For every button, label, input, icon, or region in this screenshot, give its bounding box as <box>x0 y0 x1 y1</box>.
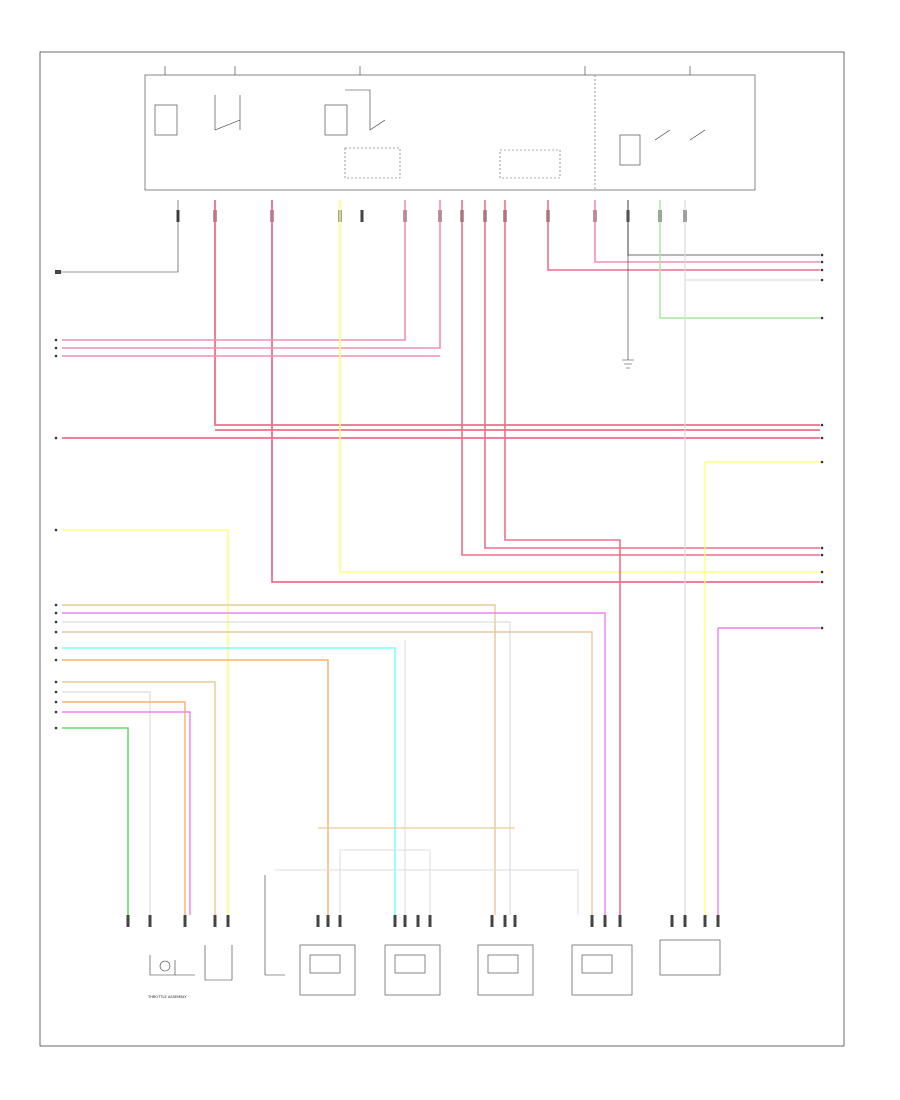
connector-pin <box>683 915 687 927</box>
edge-terminal <box>54 630 58 634</box>
edge-terminal <box>54 436 58 440</box>
edge-terminal <box>54 611 58 615</box>
connector-pin <box>213 915 217 927</box>
ignition-coil-3 <box>477 944 534 996</box>
edge-terminal <box>54 354 58 358</box>
connector-pin <box>326 915 330 927</box>
connector-pin <box>126 915 130 927</box>
connector-pin <box>148 915 152 927</box>
edge-terminal <box>820 268 824 272</box>
control-module <box>659 939 721 976</box>
connector-pin <box>590 915 594 927</box>
edge-terminal <box>54 346 58 350</box>
wire-green-1 <box>659 200 820 319</box>
wire-yellow-3 <box>62 529 229 920</box>
edge-terminal <box>820 546 824 550</box>
edge-terminal <box>820 423 824 427</box>
wire-white-1 <box>684 200 820 920</box>
edge-terminal <box>820 553 824 557</box>
wire-red-4 <box>484 200 820 549</box>
wire-violet-1 <box>717 627 820 920</box>
edge-terminal <box>820 570 824 574</box>
wire-pink-bus-2 <box>62 200 441 349</box>
connector-pin <box>183 915 187 927</box>
edge-terminal <box>54 700 58 704</box>
connector-pin <box>428 915 432 927</box>
edge-terminal <box>820 460 824 464</box>
edge-terminal <box>54 710 58 714</box>
edge-terminal <box>54 646 58 650</box>
wire-gray-1 <box>627 200 820 256</box>
wire-cyan-1 <box>62 647 396 915</box>
wire-orange-1 <box>62 659 329 915</box>
edge-terminal <box>54 620 58 624</box>
edge-terminal <box>820 253 824 257</box>
ignition-coil-2 <box>384 944 441 996</box>
edge-terminal <box>820 580 824 584</box>
wire-red-6 <box>547 200 820 271</box>
edge-terminal <box>54 726 58 730</box>
throttle-assembly: THROTTLE ASSEMBLY <box>147 945 233 999</box>
wire-violet-3 <box>62 711 191 915</box>
diagram-frame <box>39 51 845 1047</box>
connector-pin <box>226 915 230 927</box>
edge-terminal <box>54 338 58 342</box>
wire-yellow-1 <box>339 200 820 573</box>
connector-pin <box>316 915 320 927</box>
wire-red-1b <box>62 429 820 439</box>
edge-terminal <box>54 603 58 607</box>
connector-pin <box>716 915 720 927</box>
wire-red-1 <box>214 200 820 426</box>
edge-terminal <box>820 260 824 264</box>
wire-pink-7 <box>594 200 820 263</box>
wire-red-2 <box>271 200 820 583</box>
connector-pin <box>416 915 420 927</box>
wire-gray-3 <box>62 691 151 915</box>
wire-gray-6 <box>275 869 579 915</box>
wire-gray-2 <box>62 621 511 915</box>
connector-pin <box>503 915 507 927</box>
edge-terminal <box>820 626 824 630</box>
wire-orange-2 <box>62 701 186 915</box>
connector-pin <box>403 915 407 927</box>
edge-terminal <box>54 680 58 684</box>
throttle-sensor-label: THROTTLE ASSEMBLY <box>147 995 187 999</box>
connector-pin <box>360 210 364 222</box>
wire-violet-2 <box>62 612 606 915</box>
connector-pin <box>513 915 517 927</box>
relay-3 <box>619 129 706 166</box>
engine-sensor <box>264 875 285 976</box>
ground-junction <box>55 200 179 274</box>
edge-terminal <box>820 436 824 440</box>
wire-gray-4 <box>339 849 431 915</box>
edge-terminal <box>54 658 58 662</box>
wire-red-3 <box>461 200 820 556</box>
connector-pin <box>618 915 622 927</box>
edge-terminal <box>54 690 58 694</box>
connector-pin <box>393 915 397 927</box>
ignition-coil-1 <box>299 944 356 996</box>
connector-pin <box>703 915 707 927</box>
edge-terminal <box>54 528 58 532</box>
wire-tan-1 <box>62 604 496 915</box>
connector-pin <box>490 915 494 927</box>
wire-red-5 <box>504 200 621 915</box>
edge-terminal <box>820 278 824 282</box>
edge-terminal <box>820 316 824 320</box>
connector-pin <box>338 915 342 927</box>
connector-pin <box>670 915 674 927</box>
wire-green-2 <box>62 727 129 915</box>
fuse-relay-block <box>144 66 756 191</box>
relay-2 <box>324 89 386 136</box>
wire-tan-3 <box>62 681 216 915</box>
wire-tan-2 <box>62 631 593 915</box>
relay-1 <box>154 95 241 136</box>
wire-yellow-2 <box>704 461 820 920</box>
connector-pin <box>603 915 607 927</box>
ignition-coil-4 <box>571 944 633 996</box>
ground-symbol <box>622 200 634 369</box>
wire-pink-bus-1 <box>62 200 406 341</box>
